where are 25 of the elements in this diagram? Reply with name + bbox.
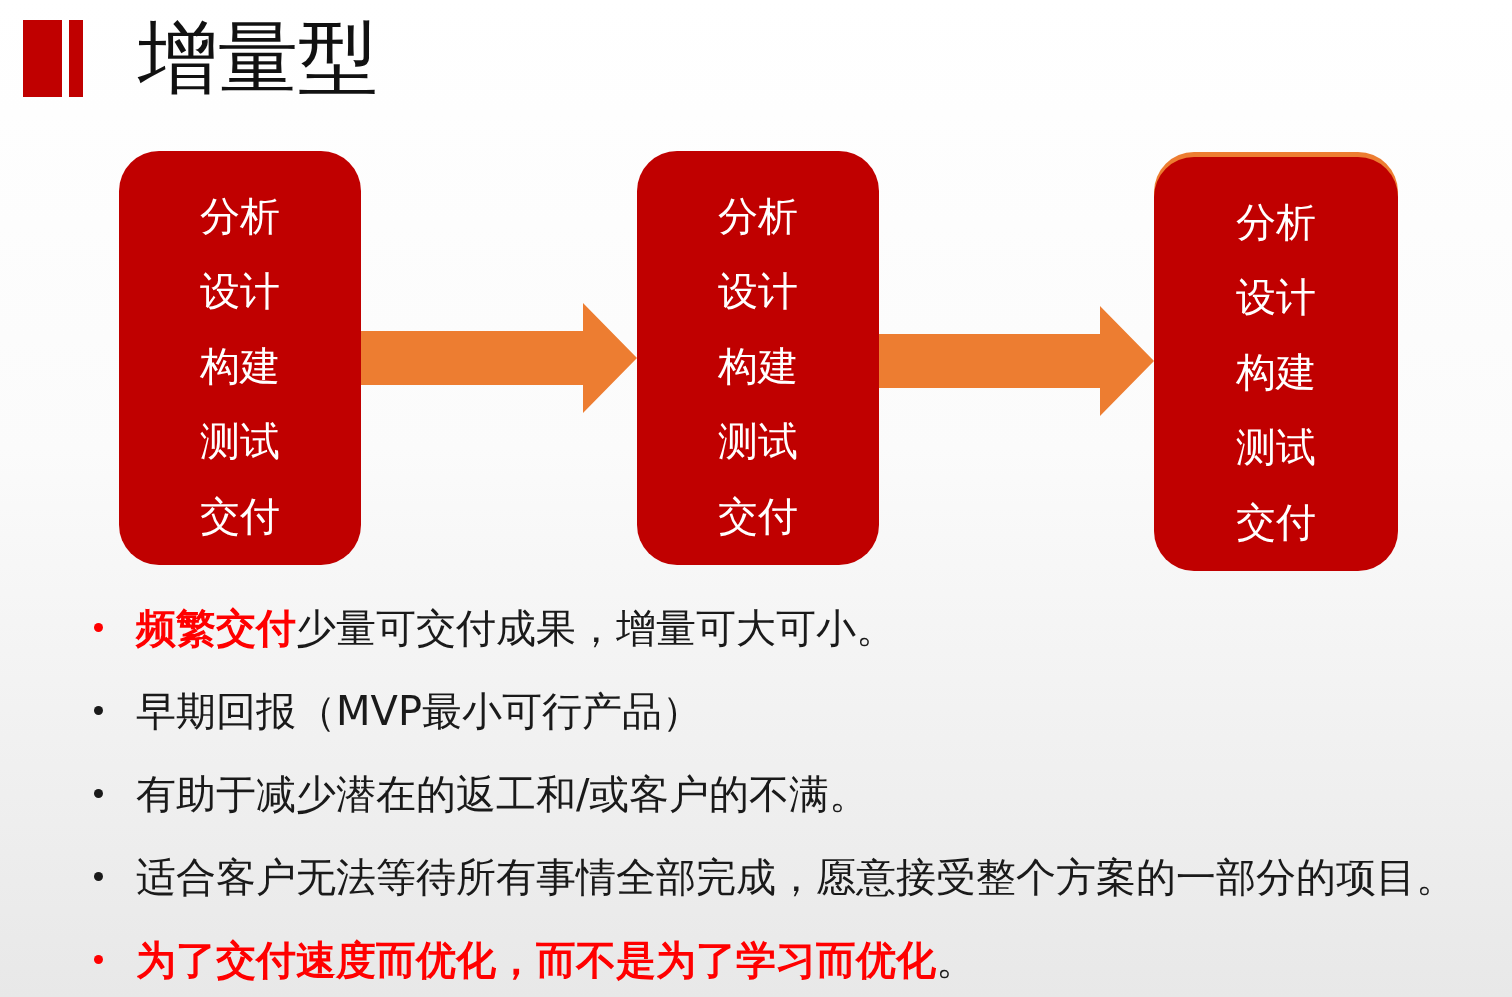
step-text: 分析 (718, 192, 798, 240)
step-text: 构建 (1236, 348, 1316, 396)
bullet-text: 适合客户无法等待所有事情全部完成，愿意接受整个方案的一部分的项目。 (136, 852, 1456, 902)
bullet-text: 有助于减少潜在的返工和/或客户的不满。 (136, 769, 870, 819)
step-text: 测试 (718, 417, 798, 465)
step-text: 交付 (1236, 498, 1316, 546)
step-text: 交付 (200, 492, 280, 540)
step-text: 构建 (718, 342, 798, 390)
process-box (637, 151, 879, 565)
bullet-text: 频繁交付少量可交付成果，增量可大可小。 (136, 603, 896, 653)
block-arrow (361, 303, 637, 413)
step-text: 设计 (718, 267, 798, 315)
bullet-text: 早期回报（MVP最小可行产品） (136, 686, 702, 736)
step-text: 测试 (1236, 423, 1316, 471)
slide-title: 增量型 (138, 14, 378, 102)
process-box (119, 151, 361, 565)
bullet-text: 为了交付速度而优化，而不是为了学习而优化。 (136, 935, 976, 985)
step-text: 交付 (718, 492, 798, 540)
block-arrow (879, 306, 1154, 416)
step-text: 测试 (200, 417, 280, 465)
step-text: 构建 (200, 342, 280, 390)
step-text: 分析 (1236, 198, 1316, 246)
step-text: 设计 (1236, 273, 1316, 321)
step-text: 分析 (200, 192, 280, 240)
step-text: 设计 (200, 267, 280, 315)
